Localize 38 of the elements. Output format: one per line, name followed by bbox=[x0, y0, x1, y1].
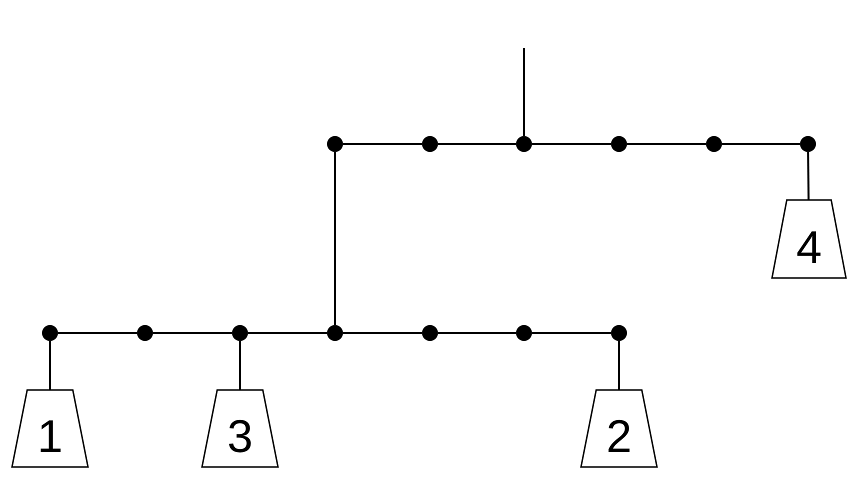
hanging-string bbox=[523, 48, 525, 136]
weight-number: 4 bbox=[795, 222, 823, 272]
rod-line bbox=[627, 143, 706, 145]
rod-line bbox=[532, 332, 611, 334]
joint-dot bbox=[516, 136, 532, 152]
rod-line bbox=[532, 143, 611, 145]
weight bbox=[772, 200, 846, 278]
rod-line bbox=[343, 143, 422, 145]
weight-number: 1 bbox=[36, 411, 64, 461]
weight-number: 3 bbox=[226, 411, 254, 461]
joint-dot bbox=[706, 136, 722, 152]
rod-line bbox=[438, 332, 516, 334]
rod-line bbox=[334, 152, 336, 325]
rod-line bbox=[49, 341, 51, 390]
joint-dot bbox=[611, 325, 627, 341]
weight-number: 2 bbox=[605, 411, 633, 461]
rod-line bbox=[343, 332, 422, 334]
joint-dot bbox=[137, 325, 153, 341]
joint-dot bbox=[800, 136, 816, 152]
rod-line bbox=[248, 332, 327, 334]
joint-dot bbox=[42, 325, 58, 341]
joint-dot bbox=[516, 325, 532, 341]
joint-dot bbox=[232, 325, 248, 341]
joint-dot bbox=[611, 136, 627, 152]
rod-line bbox=[153, 332, 232, 334]
joint-dot bbox=[327, 136, 343, 152]
rod-line bbox=[807, 152, 810, 200]
rod-line bbox=[58, 332, 137, 334]
rod-line bbox=[618, 341, 620, 390]
weight bbox=[12, 390, 88, 467]
weight bbox=[202, 390, 278, 467]
rod-line bbox=[438, 143, 516, 145]
joint-dot bbox=[422, 136, 438, 152]
rod-line bbox=[239, 341, 241, 390]
joint-dot bbox=[422, 325, 438, 341]
rod-line bbox=[722, 143, 800, 145]
weight bbox=[581, 390, 657, 467]
joint-dot bbox=[327, 325, 343, 341]
